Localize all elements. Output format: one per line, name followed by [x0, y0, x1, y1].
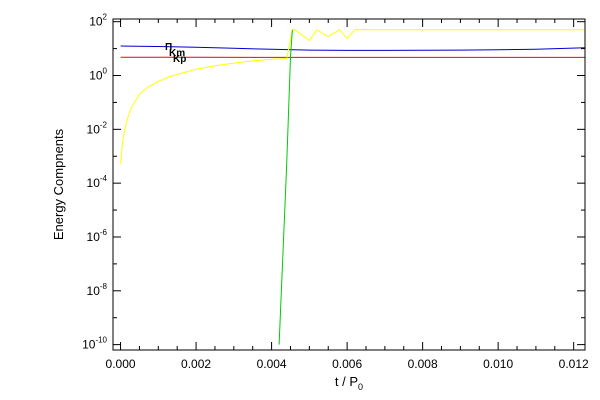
- series-layer: [120, 28, 585, 345]
- series-line-blue: [120, 45, 585, 51]
- plot-frame: [112, 18, 586, 351]
- y-axis-label: Energy Compnents: [51, 128, 66, 240]
- x-axis-label: t / P0: [335, 374, 363, 392]
- y-tick-label: 10-10: [82, 336, 107, 352]
- x-tick-label: 0.002: [181, 357, 211, 371]
- series-line-green: [278, 29, 293, 345]
- ticks-layer: 0.000 0.002 0.004 0.006 0.008 0.010 0.012 102 10…: [82, 13, 589, 371]
- y-tick-label: 100: [89, 67, 107, 83]
- legend-item: Km: [169, 48, 185, 59]
- y-tick-label: 10-4: [87, 174, 108, 190]
- x-tick-label: 0.006: [332, 357, 362, 371]
- y-tick-label: 10-8: [87, 282, 108, 298]
- y-tick-label: 102: [89, 13, 107, 29]
- x-tick-label: 0.004: [257, 357, 287, 371]
- legend-item: Kp: [173, 54, 186, 65]
- x-tick-label: 0.000: [106, 357, 136, 371]
- x-tick-label: 0.008: [408, 357, 438, 371]
- legend-item: Π: [165, 42, 172, 53]
- x-axis-label-subscript: 0: [358, 382, 363, 392]
- x-tick-label: 0.012: [559, 357, 589, 371]
- x-axis-label-main: t / P: [335, 374, 358, 389]
- series-line-yellow: [120, 28, 585, 165]
- y-tick-label: 10-6: [87, 228, 108, 244]
- y-tick-label: 10-2: [87, 120, 108, 136]
- x-tick-label: 0.010: [483, 357, 513, 371]
